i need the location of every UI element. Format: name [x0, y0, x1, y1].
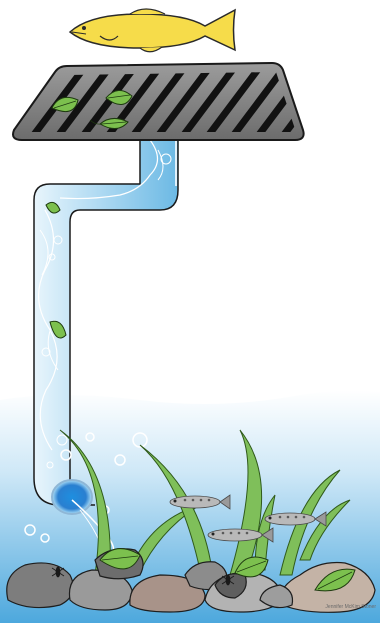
salmon-fish [70, 9, 235, 52]
artist-credit: Jennifer McKim Stoner [290, 604, 376, 610]
pipe-outlet [52, 480, 92, 514]
